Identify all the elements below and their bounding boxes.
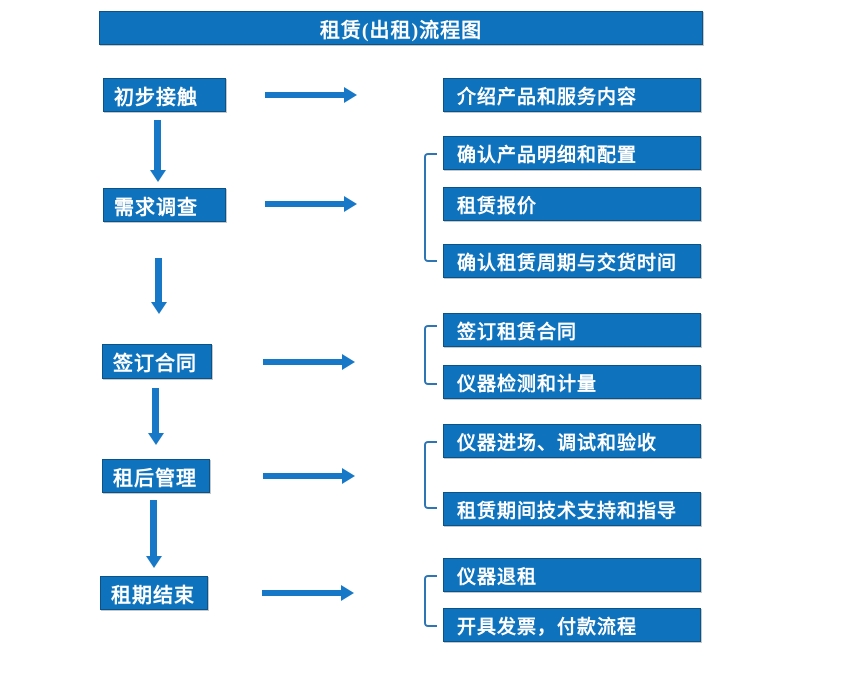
right-arrow-shaft [263, 473, 342, 479]
step-post-rental-management: 租后管理 [102, 459, 210, 493]
group-bracket-demand-survey [424, 153, 437, 262]
down-arrow-4 [145, 500, 162, 568]
step-sign-contract: 签订合同 [102, 344, 212, 379]
down-arrow-shaft [154, 120, 161, 170]
right-arrow-head-icon [342, 354, 355, 370]
down-arrow-2 [150, 258, 167, 314]
down-arrow-shaft [150, 500, 157, 556]
down-arrow-1 [149, 120, 166, 182]
detail-instrument-setup-acceptance: 仪器进场、调试和验收 [443, 424, 701, 458]
right-arrow-2 [265, 196, 357, 212]
detail-instrument-return: 仪器退租 [443, 558, 701, 592]
detail-tech-support: 租赁期间技术支持和指导 [443, 492, 701, 526]
down-arrow-head-icon [145, 556, 162, 568]
step-initial-contact: 初步接触 [103, 78, 226, 112]
group-bracket-post-rental [424, 441, 437, 509]
right-arrow-shaft [265, 92, 344, 98]
right-arrow-1 [265, 87, 357, 103]
right-arrow-shaft [263, 359, 342, 365]
down-arrow-3 [147, 388, 164, 445]
detail-instrument-testing: 仪器检测和计量 [443, 365, 701, 399]
right-arrow-head-icon [342, 468, 355, 484]
down-arrow-shaft [155, 258, 162, 302]
right-arrow-head-icon [344, 196, 357, 212]
right-arrow-4 [263, 468, 355, 484]
detail-sign-rental-contract: 签订租赁合同 [443, 313, 701, 347]
group-bracket-sign-contract [424, 325, 437, 385]
right-arrow-3 [263, 354, 355, 370]
right-arrow-head-icon [341, 585, 354, 601]
detail-confirm-product-config: 确认产品明细和配置 [443, 136, 701, 170]
group-bracket-rental-end [424, 575, 437, 627]
down-arrow-head-icon [149, 170, 166, 182]
detail-rental-quote: 租赁报价 [443, 187, 701, 221]
step-rental-end: 租期结束 [100, 576, 208, 610]
detail-invoice-payment: 开具发票，付款流程 [443, 608, 701, 642]
right-arrow-head-icon [344, 87, 357, 103]
step-demand-survey: 需求调查 [103, 188, 226, 222]
down-arrow-head-icon [147, 433, 164, 445]
down-arrow-shaft [152, 388, 159, 433]
right-arrow-shaft [262, 590, 341, 596]
right-arrow-shaft [265, 201, 344, 207]
detail-introduce-products: 介绍产品和服务内容 [443, 78, 701, 112]
down-arrow-head-icon [150, 302, 167, 314]
right-arrow-5 [262, 585, 354, 601]
flowchart-title: 租赁(出租)流程图 [99, 11, 703, 45]
detail-confirm-period-delivery: 确认租赁周期与交货时间 [443, 244, 701, 278]
